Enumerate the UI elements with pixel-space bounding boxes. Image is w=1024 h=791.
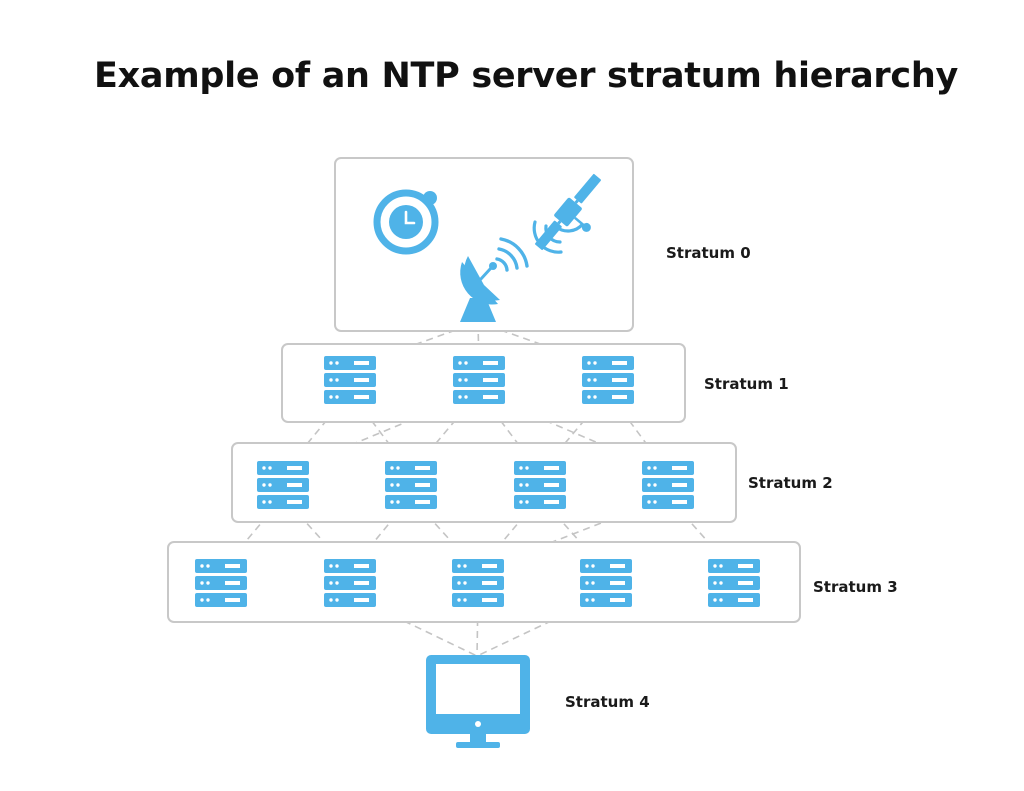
server-icon bbox=[195, 559, 247, 607]
connector-line bbox=[476, 594, 479, 657]
server-icon bbox=[385, 461, 437, 509]
satellite-dish-icon bbox=[460, 237, 529, 322]
server-icon bbox=[642, 461, 694, 509]
atomic-clock-icon bbox=[373, 189, 439, 255]
server-icon bbox=[514, 461, 566, 509]
device-icons bbox=[195, 173, 760, 748]
server-icon bbox=[257, 461, 309, 509]
stratum-labels: Stratum 0 Stratum 1 Stratum 2 Stratum 3 Stra… bbox=[565, 244, 898, 711]
server-icon bbox=[708, 559, 760, 607]
stratum-1-label: Stratum 1 bbox=[704, 375, 789, 393]
stratum-2-label: Stratum 2 bbox=[748, 474, 833, 492]
satellite-icon bbox=[535, 173, 601, 251]
server-icon bbox=[324, 559, 376, 607]
stratum-0-label: Stratum 0 bbox=[666, 244, 751, 262]
stratum-3-label: Stratum 3 bbox=[813, 578, 898, 596]
page-title: Example of an NTP server stratum hierarc… bbox=[94, 56, 958, 96]
server-icon bbox=[453, 356, 505, 404]
satellite-signal-icon bbox=[532, 220, 563, 254]
stratum-2-box bbox=[231, 442, 737, 523]
stratum-0-box bbox=[334, 157, 634, 332]
server-icon bbox=[324, 356, 376, 404]
server-icon bbox=[582, 356, 634, 404]
server-icon bbox=[580, 559, 632, 607]
monitor-icon bbox=[426, 655, 530, 748]
server-icon bbox=[452, 559, 504, 607]
stratum-4-label: Stratum 4 bbox=[565, 693, 650, 711]
